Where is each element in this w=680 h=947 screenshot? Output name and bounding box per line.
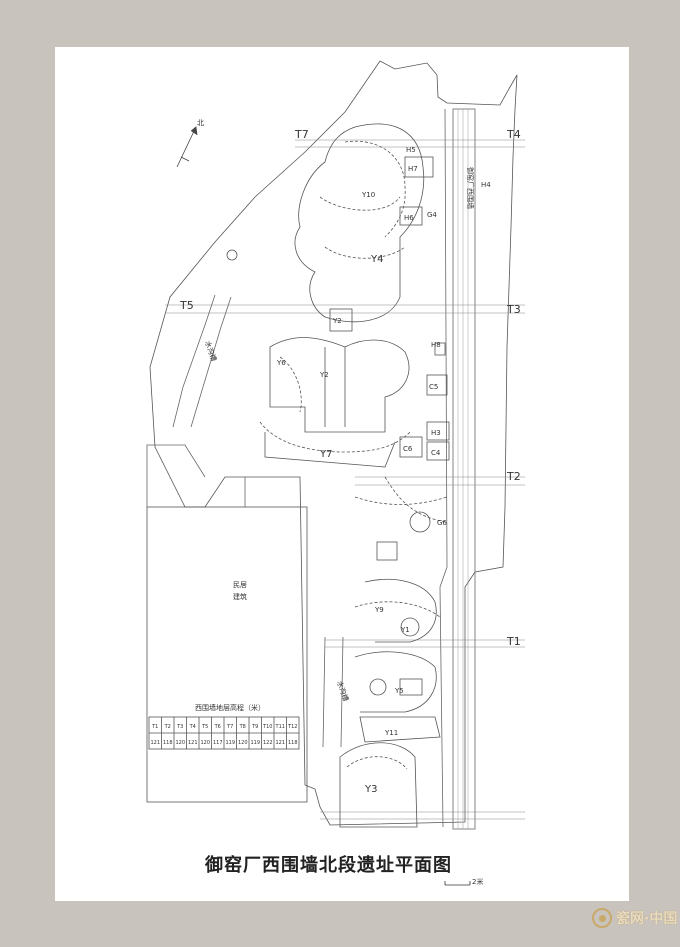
table-cell: T7 bbox=[226, 724, 233, 730]
inner-wall bbox=[439, 108, 448, 828]
table-cell: T8 bbox=[239, 724, 246, 730]
table-cell: 120 bbox=[200, 740, 210, 746]
label-t2: T2 bbox=[506, 470, 521, 483]
label-t1: T1 bbox=[506, 635, 521, 648]
table-cell: 119 bbox=[225, 740, 235, 746]
label-y1: Y1 bbox=[400, 626, 410, 634]
features bbox=[226, 156, 450, 561]
label-t4: T4 bbox=[506, 128, 521, 141]
label-h7: H7 bbox=[408, 165, 418, 173]
label-ditch-lower: 水沟槽 bbox=[335, 680, 351, 703]
label-y5: Y5 bbox=[394, 687, 404, 695]
watermark-text: 瓷网·中国 bbox=[616, 911, 678, 927]
drawing-sheet: 北 T7 T4 T5 T3 T2 T1 Y4 Y10 Y2 Y2 Y6 Y7 Y… bbox=[55, 47, 629, 901]
site-plan: 北 T7 T4 T5 T3 T2 T1 Y4 Y10 Y2 Y2 Y6 Y7 Y… bbox=[146, 60, 525, 886]
kiln-y5 bbox=[354, 651, 437, 713]
table-cell: 121 bbox=[275, 740, 285, 746]
label-y2b: Y2 bbox=[319, 371, 329, 379]
residential-block bbox=[146, 506, 308, 803]
table-cell: T10 bbox=[262, 724, 272, 730]
kiln-y11 bbox=[359, 716, 441, 743]
label-y3: Y3 bbox=[364, 784, 377, 795]
kiln-y7 bbox=[259, 421, 411, 453]
label-g4: G4 bbox=[427, 211, 437, 219]
table-cell: T9 bbox=[251, 724, 258, 730]
kiln-y2 bbox=[269, 337, 410, 433]
label-h4: H4 bbox=[481, 181, 491, 189]
label-y6: Y6 bbox=[276, 359, 286, 367]
scale-bar bbox=[444, 881, 471, 886]
table-cell: 121 bbox=[188, 740, 198, 746]
label-c5: C5 bbox=[429, 383, 438, 391]
label-c4: C4 bbox=[431, 449, 441, 457]
table-cell: T4 bbox=[189, 724, 196, 730]
table-cell: 121 bbox=[150, 740, 160, 746]
label-y7: Y7 bbox=[319, 449, 332, 460]
label-y9: Y9 bbox=[374, 606, 384, 614]
label-g6: G6 bbox=[437, 519, 447, 527]
table-cell: T6 bbox=[214, 724, 221, 730]
watermark: 瓷网·中国 bbox=[592, 908, 677, 928]
kiln-y4 bbox=[294, 123, 425, 323]
label-y4: Y4 bbox=[370, 254, 383, 265]
table-cell: T5 bbox=[201, 724, 208, 730]
table-cell: 120 bbox=[175, 740, 185, 746]
kiln-y3 bbox=[339, 742, 418, 828]
table-cell: 117 bbox=[213, 740, 223, 746]
label-y10: Y10 bbox=[361, 191, 375, 199]
west-wall-strip bbox=[452, 108, 476, 830]
label-t5: T5 bbox=[179, 299, 194, 312]
scale-label: 2米 bbox=[472, 877, 483, 886]
label-t7: T7 bbox=[294, 128, 309, 141]
watermark-logo-icon bbox=[592, 908, 612, 928]
label-west-wall: 御窑厂西围墙 bbox=[466, 167, 475, 209]
ditch-upper bbox=[172, 294, 232, 428]
elevation-table: 西围墙地层高程（米） T1 121 T2 118 T3 120 T4 121 T5 120 T6 11… bbox=[148, 703, 300, 750]
table-cell: 118 bbox=[288, 740, 298, 746]
table-cell: T3 bbox=[176, 724, 183, 730]
table-cell: 118 bbox=[163, 740, 173, 746]
table-cell: T12 bbox=[287, 724, 297, 730]
north-label: 北 bbox=[197, 119, 204, 127]
label-h3: H3 bbox=[431, 429, 441, 437]
label-h8: H8 bbox=[431, 341, 441, 349]
north-arrow bbox=[176, 126, 198, 168]
table-caption: 西围墙地层高程（米） bbox=[195, 703, 265, 712]
table-cell: 122 bbox=[263, 740, 273, 746]
house-label-2: 建筑 bbox=[233, 592, 247, 601]
drawing-title: 御窑厂西围墙北段遗址平面图 bbox=[205, 855, 452, 876]
label-t3: T3 bbox=[506, 303, 521, 316]
label-h6: H6 bbox=[404, 214, 414, 222]
grid-lines bbox=[165, 139, 525, 820]
house-label-1: 民居 bbox=[233, 581, 247, 589]
label-c6: C6 bbox=[403, 445, 413, 453]
ditch-lower bbox=[322, 636, 344, 748]
table-cell: T1 bbox=[151, 724, 158, 730]
table-cell: 119 bbox=[250, 740, 260, 746]
label-y11: Y11 bbox=[384, 729, 398, 737]
label-y2: Y2 bbox=[332, 317, 342, 325]
kiln-y9 bbox=[364, 579, 437, 643]
label-h5: H5 bbox=[406, 146, 416, 154]
table-cell: T2 bbox=[164, 724, 171, 730]
table-cell: T11 bbox=[275, 724, 285, 730]
table-cell: 120 bbox=[238, 740, 248, 746]
